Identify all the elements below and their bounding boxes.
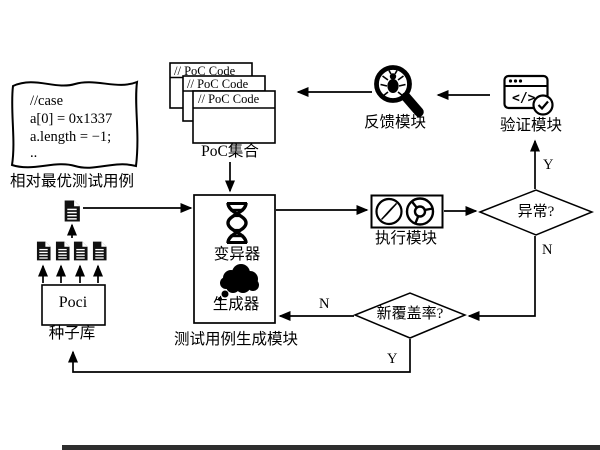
browser-check-icon: </>: [503, 74, 554, 116]
seed-box: [41, 284, 106, 326]
bottom-edge-strip: [62, 445, 600, 450]
seed-bank-label: 种子库: [48, 325, 96, 342]
code-line: a[0] = 0x1337: [30, 111, 113, 127]
bug-icon: [380, 70, 406, 97]
exception-yes-label: Y: [543, 157, 554, 173]
coverage-diamond: [353, 292, 467, 339]
coverage-no-label: N: [319, 296, 330, 312]
document-icon: [73, 241, 88, 261]
feedback-label: 反馈模块: [363, 114, 427, 131]
arrow-exception-no-to-coverage: [467, 236, 536, 321]
code-glyph: </>: [512, 91, 536, 106]
document-icon: [64, 200, 80, 222]
document-icon: [55, 241, 70, 261]
optimal-case-label: 相对最优测试用例: [9, 173, 135, 190]
document-icon: [92, 241, 107, 261]
browser-compass-icon: [375, 197, 403, 226]
poc-card-3: [192, 90, 276, 144]
code-line: a.length = −1;: [30, 129, 112, 145]
code-line: ..: [30, 145, 38, 161]
mutator-label: 变异器: [213, 246, 261, 263]
poc-card-title: // PoC Code: [174, 64, 236, 78]
executor-module-icon: [370, 194, 444, 229]
generation-module-label: 测试用例生成模块: [173, 331, 299, 348]
optimal-case-note: [10, 80, 139, 169]
poc-stack-label: PoC集合: [201, 143, 259, 160]
magnifier-bug-icon: [374, 65, 424, 117]
dna-icon: [226, 202, 248, 244]
exception-diamond: [477, 189, 595, 236]
check-circle-icon: [532, 94, 554, 116]
executor-label: 执行模块: [374, 230, 438, 247]
thought-cloud-icon: [218, 264, 259, 301]
poc-card-title: // PoC Code: [198, 92, 260, 106]
browser-chrome-icon: [405, 197, 435, 226]
generator-label: 生成器: [212, 296, 260, 313]
generation-module-box: [193, 194, 276, 324]
coverage-yes-label: Y: [387, 351, 398, 367]
poc-card-title: // PoC Code: [187, 77, 249, 91]
coverage-label: 新覆盖率?: [376, 306, 444, 322]
arrow-coverage-yes-to-seed: [68, 339, 411, 373]
verify-label: 验证模块: [499, 117, 563, 134]
seed-box-label: Poci: [58, 294, 88, 311]
check-mark-icon: [537, 100, 549, 111]
code-line: //case: [30, 93, 64, 109]
exception-label: 异常?: [517, 204, 555, 220]
document-icon: [36, 241, 51, 261]
exception-no-label: N: [542, 242, 553, 258]
